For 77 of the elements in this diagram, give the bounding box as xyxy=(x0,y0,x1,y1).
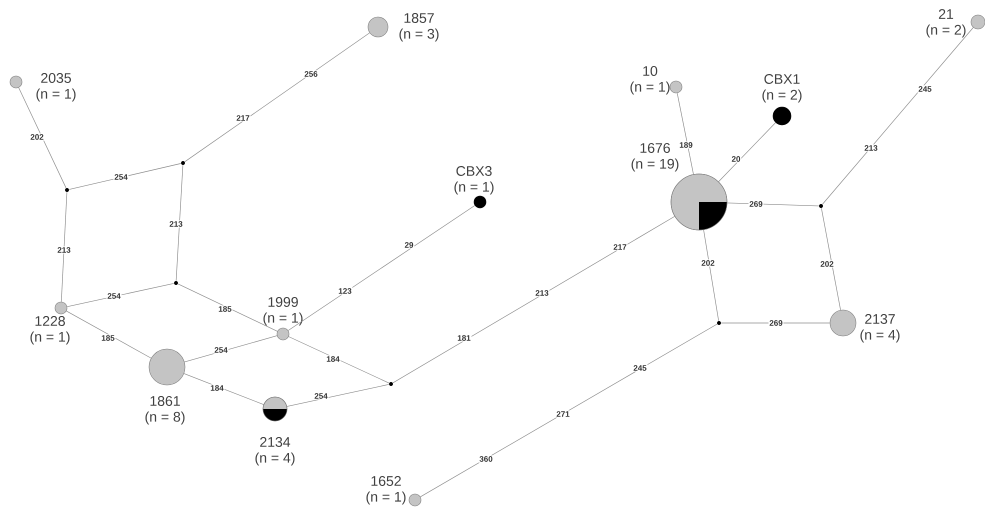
edge-label: 202 xyxy=(700,259,716,267)
haplotype-label: 1676 xyxy=(640,143,670,153)
network-line xyxy=(420,324,718,498)
edge-label: 217 xyxy=(236,114,250,122)
edge-label: 269 xyxy=(768,319,784,327)
edge-label: 213 xyxy=(56,246,72,254)
network-line xyxy=(726,202,820,206)
edge-label: 29 xyxy=(404,241,414,249)
haplotype-label: 1857 xyxy=(404,13,434,23)
haplotype-label: (n = 1) xyxy=(36,88,76,102)
network-line xyxy=(676,92,694,175)
haplotype-label: (n = 3) xyxy=(399,28,439,42)
edge-label: 189 xyxy=(678,141,694,149)
edge-label: 20 xyxy=(730,155,742,163)
network-line xyxy=(718,122,776,182)
edge-label: 184 xyxy=(210,384,224,392)
network-line xyxy=(18,87,66,188)
network-line xyxy=(66,283,174,307)
haplotype-label: (n = 1) xyxy=(30,331,70,345)
edge-label: 213 xyxy=(168,220,184,228)
haplotype-label: (n = 1) xyxy=(630,81,670,95)
network-line xyxy=(176,164,184,282)
haplotype-label: (n = 1) xyxy=(263,312,303,326)
network-line xyxy=(821,208,841,310)
network-line xyxy=(184,335,278,362)
edge-label: 254 xyxy=(114,173,128,181)
edge-label: 271 xyxy=(556,410,570,418)
edge-label: 202 xyxy=(30,133,44,141)
network-line xyxy=(288,336,390,384)
network-line xyxy=(720,322,830,324)
haplotype-label: (n = 19) xyxy=(632,158,678,172)
network-line xyxy=(184,373,264,405)
edge-label: 256 xyxy=(304,70,318,78)
haplotype-label: (n = 8) xyxy=(145,411,185,425)
network-line xyxy=(392,216,675,384)
haplotype-label: 1652 xyxy=(372,476,401,486)
edge-label: 202 xyxy=(820,260,834,268)
haplotype-label: 2134 xyxy=(260,437,290,447)
edge-label: 245 xyxy=(632,364,648,372)
haplotype-label: CBX3 xyxy=(456,166,492,176)
network-line xyxy=(66,310,152,358)
haplotype-label: 2035 xyxy=(41,73,71,83)
haplotype-label: 1999 xyxy=(268,297,298,307)
edge-label: 185 xyxy=(218,305,232,313)
edge-label: 269 xyxy=(748,200,764,208)
edge-label: 213 xyxy=(864,144,878,152)
edge-label: 217 xyxy=(612,243,628,251)
edge-label: 123 xyxy=(338,287,352,295)
haplotype-label: (n = 2) xyxy=(926,24,966,38)
haplotype-label: CBX1 xyxy=(764,74,800,84)
edge-label: 181 xyxy=(456,334,472,342)
edge-label: 213 xyxy=(534,289,550,297)
network-line xyxy=(288,205,476,331)
haplotype-label: (n = 1) xyxy=(454,181,494,195)
network-line xyxy=(184,32,370,162)
edge-label: 245 xyxy=(918,85,932,93)
haplotype-label: 10 xyxy=(643,66,658,76)
network-line xyxy=(61,192,68,302)
haplotype-label: 1228 xyxy=(36,316,65,326)
network-line xyxy=(68,163,182,190)
haplotype-label: (n = 2) xyxy=(762,89,802,103)
haplotype-label: (n = 1) xyxy=(366,491,406,505)
haplotype-label: 2137 xyxy=(865,314,895,324)
haplotype-label: 1861 xyxy=(150,396,180,406)
network-line xyxy=(822,27,974,205)
haplotype-label: (n = 4) xyxy=(255,452,295,466)
edge-label: 254 xyxy=(106,292,122,300)
haplotype-label: 21 xyxy=(938,9,954,19)
network-line xyxy=(286,384,390,407)
edge-label: 185 xyxy=(100,334,116,342)
edge-label: 360 xyxy=(478,455,494,463)
haplotype-label: (n = 4) xyxy=(860,329,900,343)
edge-label: 254 xyxy=(214,346,228,354)
network-line xyxy=(178,284,278,332)
edge-label: 254 xyxy=(314,392,328,400)
network-line xyxy=(703,230,719,322)
edge-label: 184 xyxy=(326,355,340,363)
